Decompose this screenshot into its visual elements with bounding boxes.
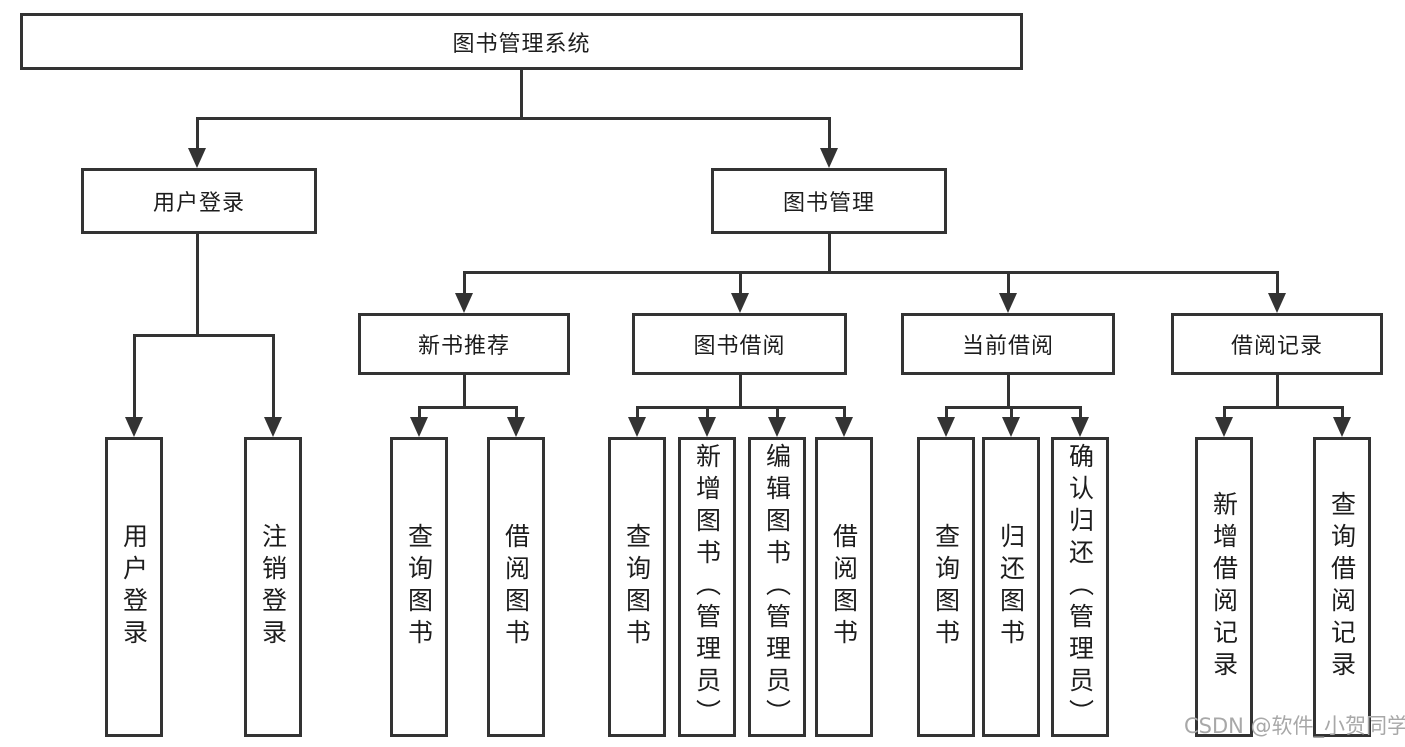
leaf-label: 新增图书（管理员） xyxy=(692,443,722,731)
leaf-label: 查询图书 xyxy=(931,523,961,651)
leaf-edit-book-admin: 编辑图书（管理员） xyxy=(748,437,806,737)
connector-arrow-stem xyxy=(1007,271,1010,297)
leaf-label: 归还图书 xyxy=(996,523,1026,651)
arrow-down-icon xyxy=(820,148,838,168)
arrow-down-icon xyxy=(507,417,525,437)
node-book-management: 图书管理 xyxy=(711,168,947,234)
connector-current-trunk xyxy=(1007,375,1010,408)
leaf-label: 查询图书 xyxy=(404,523,434,651)
connector-arrow-stem xyxy=(1341,406,1344,419)
leaf-label: 新增借阅记录 xyxy=(1209,491,1239,683)
arrow-down-icon xyxy=(455,293,473,313)
leaf-borrow-books: 借阅图书 xyxy=(815,437,873,737)
arrow-down-icon xyxy=(1215,417,1233,437)
connector-records-rail xyxy=(1223,406,1344,409)
connector-recommend-trunk xyxy=(463,375,466,408)
leaf-label: 借阅图书 xyxy=(501,523,531,651)
leaf-label: 注销登录 xyxy=(258,523,288,651)
connector-current-rail xyxy=(945,406,1082,409)
node-label: 图书借阅 xyxy=(693,334,786,359)
leaf-label: 编辑图书（管理员） xyxy=(762,443,792,731)
node-label: 用户登录 xyxy=(152,191,245,216)
leaf-add-borrow-record: 新增借阅记录 xyxy=(1195,437,1253,737)
leaf-query-books-borrow: 查询图书 xyxy=(608,437,666,737)
node-label: 新书推荐 xyxy=(417,334,510,359)
node-label: 借阅记录 xyxy=(1230,334,1323,359)
arrow-down-icon xyxy=(188,148,206,168)
arrow-down-icon xyxy=(410,417,428,437)
connector-arrow-stem xyxy=(1223,406,1226,419)
arrow-down-icon xyxy=(1002,417,1020,437)
leaf-user-login: 用户登录 xyxy=(105,437,163,737)
node-book-borrow: 图书借阅 xyxy=(632,313,847,375)
node-borrow-records: 借阅记录 xyxy=(1171,313,1383,375)
csdn-watermark: CSDN @软件_小贺同学 xyxy=(1184,714,1405,738)
node-label: 图书管理 xyxy=(782,191,875,216)
connector-arrow-stem xyxy=(843,406,846,419)
leaf-label: 用户登录 xyxy=(119,523,149,651)
leaf-label: 查询借阅记录 xyxy=(1327,491,1357,683)
arrow-down-icon xyxy=(1268,293,1286,313)
leaf-query-borrow-record: 查询借阅记录 xyxy=(1313,437,1371,737)
connector-arrow-stem xyxy=(776,406,779,419)
arrow-down-icon xyxy=(1333,417,1351,437)
arrow-down-icon xyxy=(1071,417,1089,437)
connector-borrow-rail xyxy=(636,406,846,409)
leaf-confirm-return-admin: 确认归还（管理员） xyxy=(1051,437,1109,737)
connector-arrow-stem xyxy=(133,334,136,419)
connector-root-trunk xyxy=(520,70,523,119)
connector-level3-rail xyxy=(463,271,1279,274)
connector-arrow-stem xyxy=(945,406,948,419)
leaf-label: 借阅图书 xyxy=(829,523,859,651)
arrow-down-icon xyxy=(768,417,786,437)
connector-book-management-trunk xyxy=(828,234,831,274)
leaf-query-books-current: 查询图书 xyxy=(917,437,975,737)
connector-arrow-stem xyxy=(1079,406,1082,419)
connector-user-login-trunk xyxy=(196,234,199,337)
connector-arrow-stem xyxy=(272,334,275,419)
connector-recommend-rail xyxy=(418,406,518,409)
leaf-borrow-books-recommend: 借阅图书 xyxy=(487,437,545,737)
leaf-logout: 注销登录 xyxy=(244,437,302,737)
connector-arrow-stem xyxy=(636,406,639,419)
arrow-down-icon xyxy=(264,417,282,437)
node-current-borrow: 当前借阅 xyxy=(901,313,1115,375)
leaf-label: 查询图书 xyxy=(622,523,652,651)
connector-arrow-stem xyxy=(515,406,518,419)
arrow-down-icon xyxy=(937,417,955,437)
leaf-label: 确认归还（管理员） xyxy=(1065,443,1095,731)
connector-arrow-stem xyxy=(706,406,709,419)
node-label: 图书管理系统 xyxy=(452,31,591,57)
arrow-down-icon xyxy=(125,417,143,437)
arrow-down-icon xyxy=(628,417,646,437)
leaf-query-books-recommend: 查询图书 xyxy=(390,437,448,737)
connector-borrow-trunk xyxy=(739,375,742,408)
leaf-add-book-admin: 新增图书（管理员） xyxy=(678,437,736,737)
connector-level2-rail xyxy=(196,117,831,120)
connector-records-trunk xyxy=(1276,375,1279,408)
arrow-down-icon xyxy=(698,417,716,437)
connector-arrow-stem xyxy=(1010,406,1013,419)
connector-arrow-stem xyxy=(739,271,742,297)
node-user-login: 用户登录 xyxy=(81,168,317,234)
connector-arrow-stem xyxy=(463,271,466,297)
connector-user-login-rail xyxy=(133,334,275,337)
node-label: 当前借阅 xyxy=(961,334,1054,359)
arrow-down-icon xyxy=(999,293,1017,313)
connector-arrow-stem xyxy=(418,406,421,419)
node-new-book-recommend: 新书推荐 xyxy=(358,313,570,375)
leaf-return-books: 归还图书 xyxy=(982,437,1040,737)
connector-arrow-stem xyxy=(1276,271,1279,297)
node-library-management-system: 图书管理系统 xyxy=(20,13,1023,70)
arrow-down-icon xyxy=(835,417,853,437)
arrow-down-icon xyxy=(731,293,749,313)
connector-arrow-stem xyxy=(196,117,199,152)
connector-arrow-stem xyxy=(828,117,831,152)
